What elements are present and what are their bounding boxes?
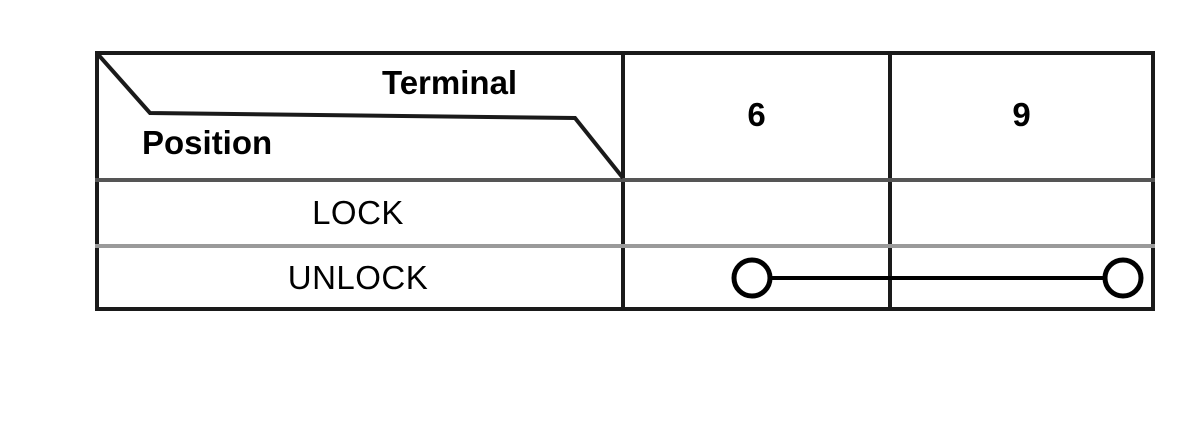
row-label-unlock: UNLOCK [287,258,429,296]
column-header-terminal-6: 6 [747,95,766,133]
terminal-axis-label: Terminal [382,64,518,101]
cell-lock-terminal-9 [892,182,1151,244]
continuity-table: Terminal Position 6 9 LOCK UNLOCK [95,51,1155,311]
lock-unlock-divider [95,244,1155,248]
cell-unlock-terminal-6 [625,248,888,307]
cell-lock-terminal-6 [625,182,888,244]
header-bottom-divider [95,178,1155,182]
row-label-lock: LOCK [312,194,404,231]
cell-unlock-terminal-9 [892,248,1151,307]
column-header-terminal-9: 9 [1012,95,1031,133]
position-axis-label: Position [142,124,273,161]
